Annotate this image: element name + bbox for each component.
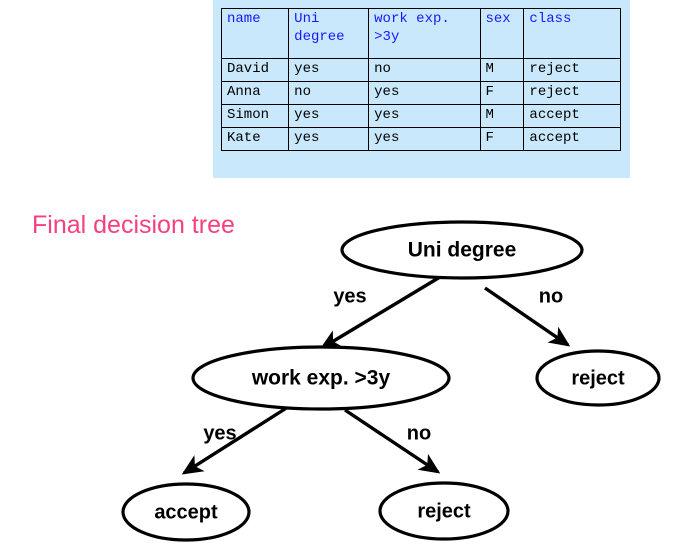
- candidates-table: name Uni degree work exp. >3y sex class Da…: [220, 8, 621, 151]
- data-table-panel: name Uni degree work exp. >3y sex class Da…: [213, 0, 630, 178]
- reject-bottom-label: reject: [417, 500, 471, 522]
- root-node-label: Uni degree: [408, 239, 517, 262]
- tree-leaf-reject-right[interactable]: reject: [535, 349, 661, 407]
- cell-work-exp: yes: [368, 127, 481, 151]
- cell-class: reject: [523, 58, 621, 82]
- work-exp-node-ellipse: [191, 345, 451, 411]
- tree-leaf-reject-bottom[interactable]: reject: [378, 481, 510, 541]
- column-header-sex: sex: [479, 8, 525, 59]
- table-header: name Uni degree work exp. >3y sex class: [220, 8, 621, 59]
- column-header-work-exp-line2: >3y: [374, 29, 400, 46]
- work-exp-node-label: work exp. >3y: [251, 367, 391, 390]
- edge-label-work-yes: yes: [203, 422, 236, 444]
- tree-node-work-exp[interactable]: work exp. >3y: [191, 345, 451, 411]
- root-node-ellipse: [340, 220, 584, 280]
- accept-ellipse: [121, 482, 251, 542]
- column-header-uni-degree-line2: degree: [294, 29, 345, 46]
- table-header-row: name Uni degree work exp. >3y sex class: [220, 8, 621, 59]
- edge-label-root-no: no: [539, 285, 563, 307]
- reject-right-ellipse: [535, 349, 661, 407]
- edge-label-root-yes: yes: [333, 285, 366, 307]
- cell-class: accept: [523, 104, 621, 128]
- tree-node-root[interactable]: Uni degree: [340, 220, 584, 280]
- cell-work-exp: yes: [368, 81, 481, 105]
- cell-name: Anna: [220, 81, 290, 105]
- table-row: David yes no M reject: [220, 58, 621, 82]
- cell-name: Kate: [220, 127, 290, 151]
- edge-root-yes: [319, 275, 441, 350]
- cell-uni-degree: no: [288, 81, 370, 105]
- column-header-name: name: [220, 8, 290, 59]
- edge-work-no: [344, 408, 441, 474]
- table-body: David yes no M reject Anna no yes F reje…: [220, 58, 621, 151]
- cell-class: reject: [523, 81, 621, 105]
- tree-caption: Final decision tree: [32, 211, 235, 239]
- table-row: Simon yes yes M accept: [220, 104, 621, 128]
- accept-label: accept: [154, 501, 218, 523]
- cell-uni-degree: yes: [288, 104, 370, 128]
- column-header-class: class: [523, 8, 621, 59]
- cell-work-exp: yes: [368, 104, 481, 128]
- edge-root-no: [484, 286, 571, 347]
- column-header-uni-degree-line1: Uni: [294, 11, 320, 27]
- cell-sex: F: [479, 127, 525, 151]
- table-row: Anna no yes F reject: [220, 81, 621, 105]
- cell-sex: F: [479, 81, 525, 105]
- column-header-work-exp-line1: work exp.: [374, 11, 450, 27]
- cell-name: Simon: [220, 104, 290, 128]
- reject-right-label: reject: [571, 367, 625, 389]
- column-header-work-exp: work exp. >3y: [368, 8, 481, 59]
- table-row: Kate yes yes F accept: [220, 127, 621, 151]
- reject-bottom-ellipse: [378, 481, 510, 541]
- edge-work-yes: [181, 405, 289, 475]
- cell-name: David: [220, 58, 290, 82]
- cell-uni-degree: yes: [288, 127, 370, 151]
- edge-label-work-no: no: [407, 422, 431, 444]
- tree-leaf-accept[interactable]: accept: [121, 482, 251, 542]
- cell-class: accept: [523, 127, 621, 151]
